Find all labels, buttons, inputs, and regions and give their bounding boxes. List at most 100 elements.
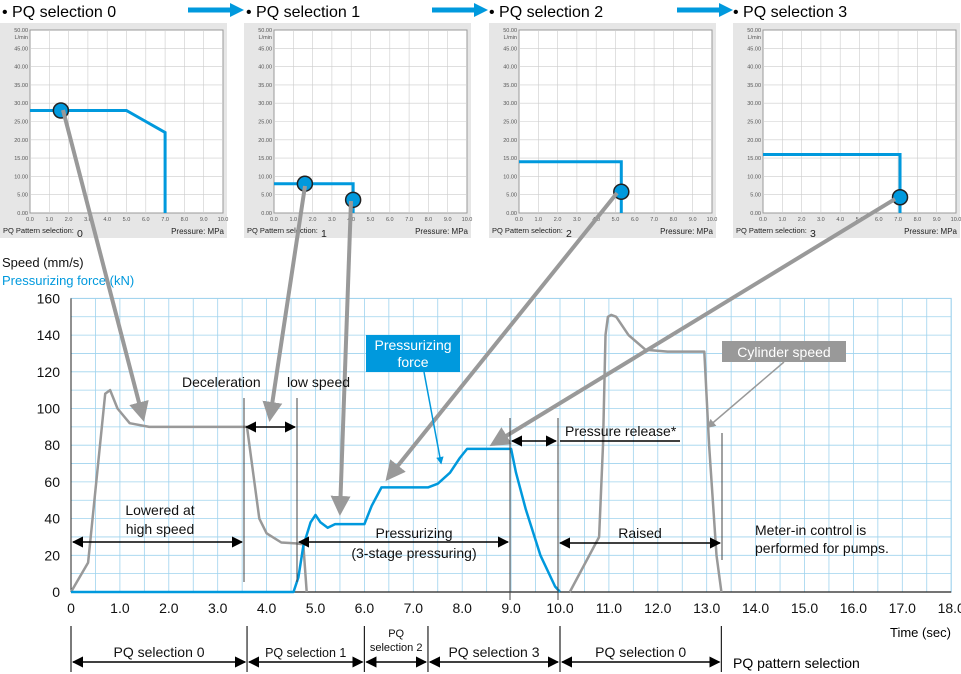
panel-y-tick: 20.00	[747, 138, 761, 144]
pq-row-label-2-a: PQ	[388, 628, 404, 640]
x-tick-label: 11.0	[596, 600, 622, 616]
phase-markers	[243, 398, 723, 600]
x-axis-title: Time (sec)	[890, 625, 951, 640]
pq-panel-1: 0.005.0010.0015.0020.0025.0030.0035.0040…	[244, 23, 472, 240]
deceleration-label: Deceleration	[182, 374, 261, 390]
panel-x-tick: 8.0	[425, 217, 433, 223]
panel-y-tick: 40.00	[747, 65, 761, 71]
panel-y-tick: 50.00	[14, 28, 28, 34]
pq-row-label-4: PQ selection 0	[595, 644, 686, 660]
panel-x-tick: 2.0	[798, 217, 806, 223]
panel-y-tick: 30.00	[14, 101, 28, 107]
panel-x-tick: 0.0	[759, 217, 767, 223]
panel-x-tick: 6.0	[631, 217, 639, 223]
panel-x-tick: 8.0	[181, 217, 189, 223]
panel-y-tick: 40.00	[14, 65, 28, 71]
panel-y-unit: L/min	[259, 35, 272, 41]
panel-x-tick: 7.0	[161, 217, 169, 223]
panel-pressure-label: Pressure: MPa	[415, 227, 468, 236]
force-callout-line-2: force	[397, 354, 428, 370]
panel-x-tick: 7.0	[405, 217, 413, 223]
panel-y-tick: 10.00	[258, 174, 272, 180]
panel-x-tick: 8.0	[670, 217, 678, 223]
panel-pattern-number: 1	[321, 228, 327, 240]
panel-y-tick: 15.00	[747, 156, 761, 162]
panel-x-tick: 1.0	[534, 217, 542, 223]
panel-y-tick: 50.00	[747, 28, 761, 34]
raised-label: Raised	[618, 525, 662, 541]
panel-x-tick: 2.0	[309, 217, 317, 223]
x-tick-label: 16.0	[840, 600, 867, 616]
panel-pressure-label: Pressure: MPa	[171, 227, 224, 236]
panel-y-tick: 35.00	[747, 83, 761, 89]
panel-header-2: • PQ selection 2	[489, 4, 603, 21]
panel-y-tick: 5.00	[261, 193, 272, 199]
panel-x-tick: 10.0	[218, 217, 229, 223]
flow-arrowhead-2	[474, 3, 488, 17]
panel-x-tick: 6.0	[386, 217, 394, 223]
connector-arrow-3	[489, 197, 897, 447]
panel-y-tick: 25.00	[747, 120, 761, 126]
panel-pattern-number: 3	[810, 228, 816, 240]
series-layer	[69, 313, 723, 594]
x-tick-label: 12.0	[644, 600, 671, 616]
panel-y-tick: 35.00	[258, 83, 272, 89]
panel-y-tick: 0.00	[17, 211, 28, 217]
annotations: Deceleration low speed Lowered at high s…	[125, 374, 888, 561]
panel-y-unit: L/min	[15, 35, 28, 41]
pressurizing-label-2: (3-stage pressuring)	[351, 545, 476, 561]
panel-y-tick: 0.00	[506, 211, 517, 217]
x-tick-label: 10.0	[546, 600, 573, 616]
panel-y-tick: 15.00	[503, 156, 517, 162]
panel-pressure-label: Pressure: MPa	[660, 227, 713, 236]
pressurizing-force-callout: Pressurizing force	[366, 335, 460, 465]
panel-pressure-label: Pressure: MPa	[904, 227, 957, 236]
x-tick-label: 0	[67, 600, 75, 616]
panel-x-tick: 1.0	[778, 217, 786, 223]
x-tick-label: 14.0	[742, 600, 769, 616]
cylinder-speed-line-0	[69, 388, 308, 593]
panel-y-tick: 35.00	[503, 83, 517, 89]
y-tick-label: 60	[44, 474, 60, 490]
panel-y-tick: 10.00	[747, 174, 761, 180]
panel-x-tick: 6.0	[875, 217, 883, 223]
panel-y-tick: 45.00	[503, 46, 517, 52]
x-tick-label: 5.0	[306, 600, 326, 616]
panel-x-tick: 4.0	[836, 217, 844, 223]
panel-x-tick: 8.0	[914, 217, 922, 223]
pq-panel-3: 0.005.0010.0015.0020.0025.0030.0035.0040…	[733, 23, 961, 240]
panel-x-tick: 3.0	[817, 217, 825, 223]
panel-y-tick: 20.00	[14, 138, 28, 144]
panel-y-tick: 50.00	[503, 28, 517, 34]
x-tick-label: 3.0	[208, 600, 228, 616]
x-tick-label: 13.0	[693, 600, 720, 616]
operating-point-dot	[613, 183, 630, 201]
y-tick-label: 100	[37, 401, 61, 417]
panel-x-tick: 9.0	[444, 217, 452, 223]
panel-x-tick: 0.0	[270, 217, 278, 223]
panel-x-tick: 3.0	[328, 217, 336, 223]
panel-x-tick: 9.0	[689, 217, 697, 223]
panel-x-tick: 0.0	[515, 217, 523, 223]
x-tick-label: 17.0	[889, 600, 916, 616]
panel-x-tick: 10.0	[951, 217, 961, 223]
pq-panel-2: 0.005.0010.0015.0020.0025.0030.0035.0040…	[489, 23, 717, 240]
y-axis-title-speed: Speed (mm/s)	[2, 255, 84, 270]
x-tick-label: 9.0	[501, 600, 521, 616]
panel-y-tick: 40.00	[503, 65, 517, 71]
meter-in-label-1: Meter-in control is	[755, 522, 866, 538]
panel-y-tick: 5.00	[17, 193, 28, 199]
panel-pattern-label: PQ Pattern selection:	[736, 226, 807, 235]
x-tick-label: 6.0	[355, 600, 375, 616]
panel-y-tick: 35.00	[14, 83, 28, 89]
y-axis-title-force: Pressurizing force (kN)	[2, 273, 134, 288]
panel-y-unit: L/min	[748, 35, 761, 41]
speed-callout-text: Cylinder speed	[737, 344, 830, 360]
panel-x-tick: 6.0	[142, 217, 150, 223]
flow-arrowhead-3	[719, 3, 733, 17]
panel-y-tick: 0.00	[750, 211, 761, 217]
panel-x-tick: 1.0	[289, 217, 297, 223]
panel-y-tick: 20.00	[503, 138, 517, 144]
pq-curve	[30, 109, 167, 213]
pq-panel-0: 0.005.0010.0015.0020.0025.0030.0035.0040…	[0, 23, 228, 240]
